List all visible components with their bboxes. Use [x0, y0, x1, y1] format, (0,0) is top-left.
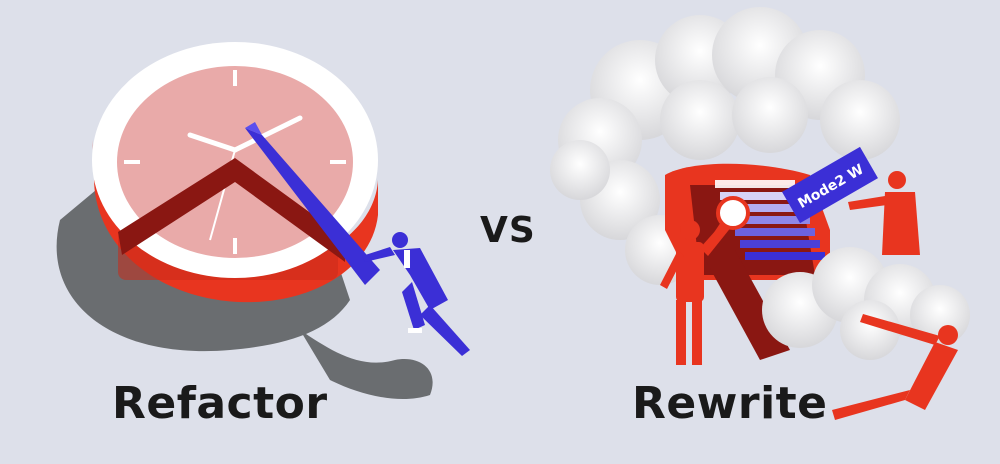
red-man-badge-head: [888, 171, 906, 189]
blue-man-arm: [362, 247, 395, 262]
red-man-badge: [848, 171, 920, 255]
red-man-torso: [676, 242, 704, 302]
red-man-head: [680, 220, 700, 240]
red-man-falling-head: [938, 325, 958, 345]
red-man-falling-body: [905, 342, 958, 410]
clock-scene: [56, 42, 470, 400]
rewrite-label: Rewrite: [632, 378, 828, 429]
cloud-scene: Mode2 W: [550, 7, 970, 420]
blue-man-body: [393, 248, 448, 310]
blue-man: [362, 232, 470, 356]
red-man-arm-left: [660, 250, 684, 289]
blue-man-shirt: [404, 250, 410, 268]
red-man-leg-right: [692, 300, 702, 365]
blue-blade: [245, 128, 380, 285]
cloud-icon-small: [762, 247, 970, 360]
refactor-label: Refactor: [112, 378, 328, 429]
red-man-falling: [832, 314, 958, 420]
red-man-falling-leg: [832, 390, 910, 420]
red-man-falling-arm: [860, 314, 940, 345]
cloud-icon: [550, 7, 900, 285]
red-man-badge-body: [882, 192, 920, 255]
mode2-badge: Mode2 W: [782, 146, 878, 224]
ramp: [700, 250, 790, 360]
magnifying-glass-icon: [709, 196, 750, 242]
clock-hand-hour: [232, 115, 303, 153]
stairs: [715, 180, 825, 260]
clock-hand-minute: [187, 132, 238, 153]
blue-blade-tip: [245, 122, 262, 135]
clock-cut-wedge: [118, 158, 345, 262]
blue-man-leg-back: [402, 282, 425, 330]
red-man-badge-arm: [848, 196, 887, 210]
blue-man-leg-front: [420, 305, 470, 356]
red-man-leg-left: [676, 300, 686, 365]
figure-shadow: [300, 330, 433, 400]
blue-man-shoe: [408, 328, 422, 333]
vs-label: VS: [480, 210, 536, 251]
blue-man-head: [392, 232, 408, 248]
